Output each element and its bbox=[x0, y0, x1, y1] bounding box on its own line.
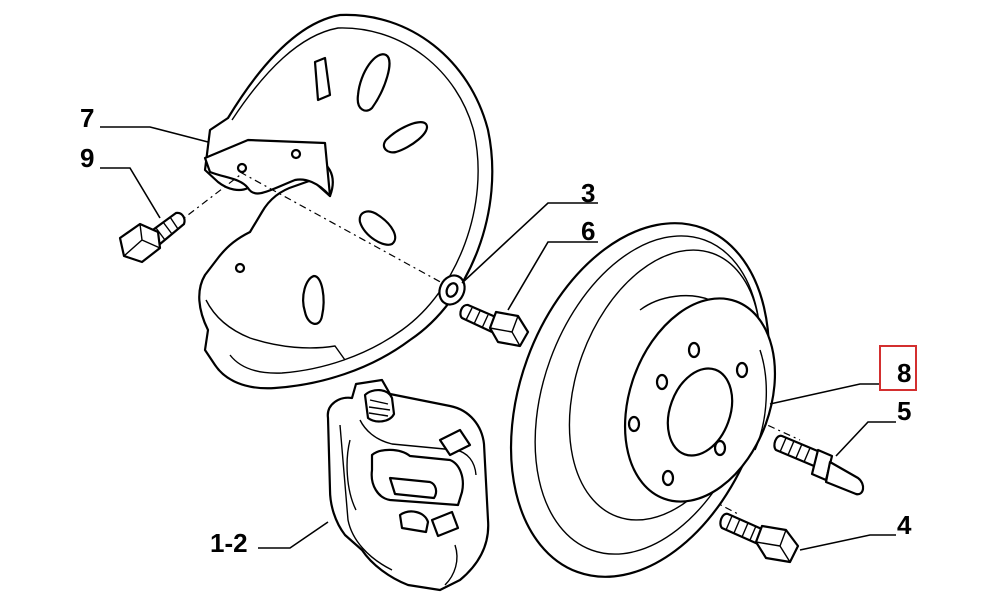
leader-7 bbox=[100, 126, 209, 143]
callout-9: 9 bbox=[80, 143, 94, 173]
callout-6: 6 bbox=[581, 216, 595, 246]
callout-8-highlight-box bbox=[879, 345, 917, 391]
leader-3 bbox=[461, 202, 598, 284]
wheel-stud bbox=[773, 434, 865, 496]
callout-8: 8 bbox=[897, 358, 911, 388]
shield-bolt bbox=[118, 211, 186, 264]
leader-6 bbox=[507, 241, 598, 311]
bolt-axis bbox=[174, 171, 245, 226]
callout-4: 4 bbox=[897, 510, 912, 540]
shield-axis bbox=[239, 171, 456, 291]
caliper-bolt bbox=[459, 303, 530, 348]
brake-disc bbox=[509, 222, 777, 578]
callout-7: 7 bbox=[80, 103, 94, 133]
disc-bolt-axis bbox=[664, 475, 741, 516]
leader-9 bbox=[100, 167, 161, 219]
disc-bolt bbox=[719, 512, 800, 564]
washer bbox=[438, 274, 466, 306]
leader-8 bbox=[769, 383, 880, 405]
leader-4 bbox=[799, 534, 896, 551]
brake-shield-plate bbox=[198, 13, 494, 390]
callout-3: 3 bbox=[581, 178, 595, 208]
callout-5: 5 bbox=[897, 396, 911, 426]
brake-caliper bbox=[326, 378, 490, 592]
leader-1-2 bbox=[258, 521, 329, 549]
leader-5 bbox=[835, 421, 896, 457]
callout-1-2: 1-2 bbox=[210, 528, 248, 558]
